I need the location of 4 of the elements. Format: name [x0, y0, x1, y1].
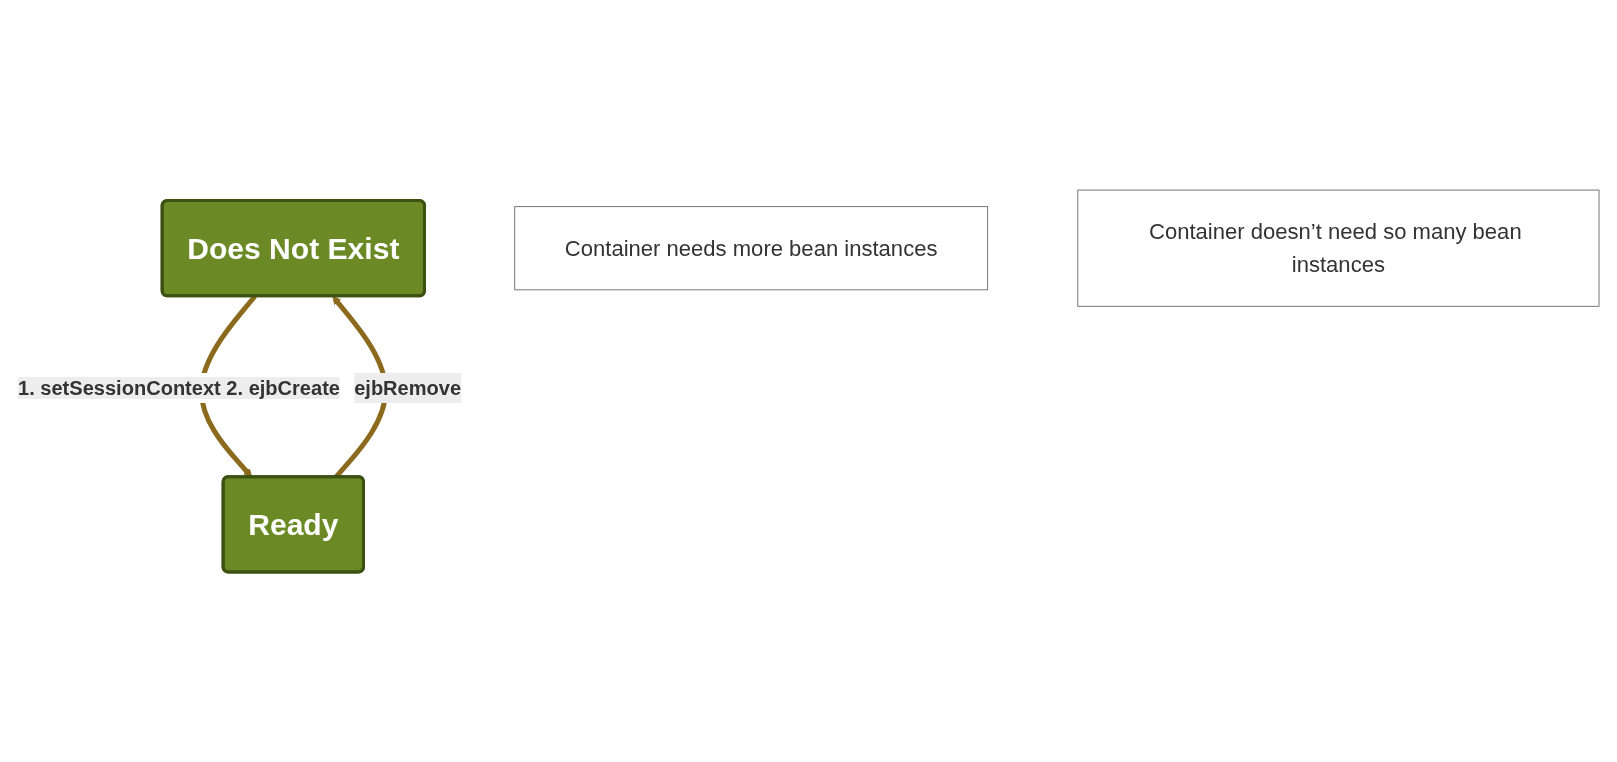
- node-box: Container doesn’t need so many bean instances: [1077, 189, 1600, 307]
- edge-label: ejbRemove: [354, 376, 462, 399]
- node-box: Container needs more bean instances: [514, 206, 989, 291]
- edge-label: 1. setSessionContext 2. ejbCreate: [18, 376, 340, 399]
